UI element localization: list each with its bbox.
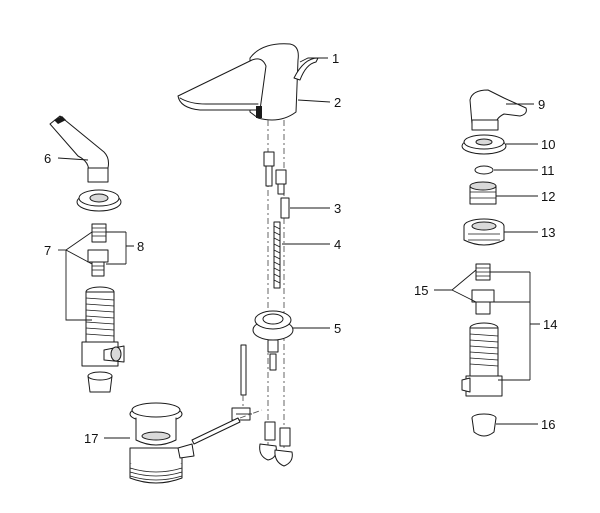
callout-5: 5: [334, 321, 341, 336]
right-bottom-nut: [471, 413, 497, 437]
left-handle-part: [49, 115, 109, 183]
pop-up-rod-part: [191, 344, 263, 445]
callout-3: 3: [334, 201, 341, 216]
callout-15: 15: [414, 283, 428, 298]
callout-17: 17: [84, 431, 98, 446]
left-bracket-7: [65, 231, 93, 321]
callout-6: 6: [44, 151, 51, 166]
callout-16: 16: [541, 417, 555, 432]
callout-1: 1: [332, 51, 339, 66]
callout-10: 10: [541, 137, 555, 152]
right-escutcheon-ring: [461, 134, 507, 155]
lower-hose-fittings: [259, 421, 293, 467]
callout-4: 4: [334, 237, 341, 252]
right-adapter-nut: [469, 181, 497, 205]
left-valve-cartridge: [87, 223, 109, 277]
callout-2: 2: [334, 95, 341, 110]
callout-11: 11: [541, 163, 555, 178]
threaded-rod-part: [273, 221, 281, 289]
right-bracket-14: [490, 271, 540, 381]
left-escutcheon-ring: [76, 189, 122, 212]
right-threaded-body: [461, 322, 503, 397]
callout-14: 14: [543, 317, 557, 332]
right-handle-part: [469, 89, 527, 131]
spout-body-part: [177, 43, 319, 121]
callout-9: 9: [538, 97, 545, 112]
callout-7: 7: [44, 243, 51, 258]
right-valve-cartridge: [471, 263, 495, 315]
mounting-ring-part: [252, 310, 294, 371]
drain-pop-up-part: [129, 402, 195, 484]
left-bracket-8: [106, 231, 134, 265]
callout-12: 12: [541, 189, 555, 204]
right-large-nut: [463, 218, 505, 246]
hose-connector-part: [263, 151, 290, 219]
left-threaded-body: [81, 286, 125, 393]
callout-8: 8: [137, 239, 144, 254]
right-o-ring: [474, 165, 494, 175]
right-bracket-15: [451, 269, 477, 303]
callout-13: 13: [541, 225, 555, 240]
